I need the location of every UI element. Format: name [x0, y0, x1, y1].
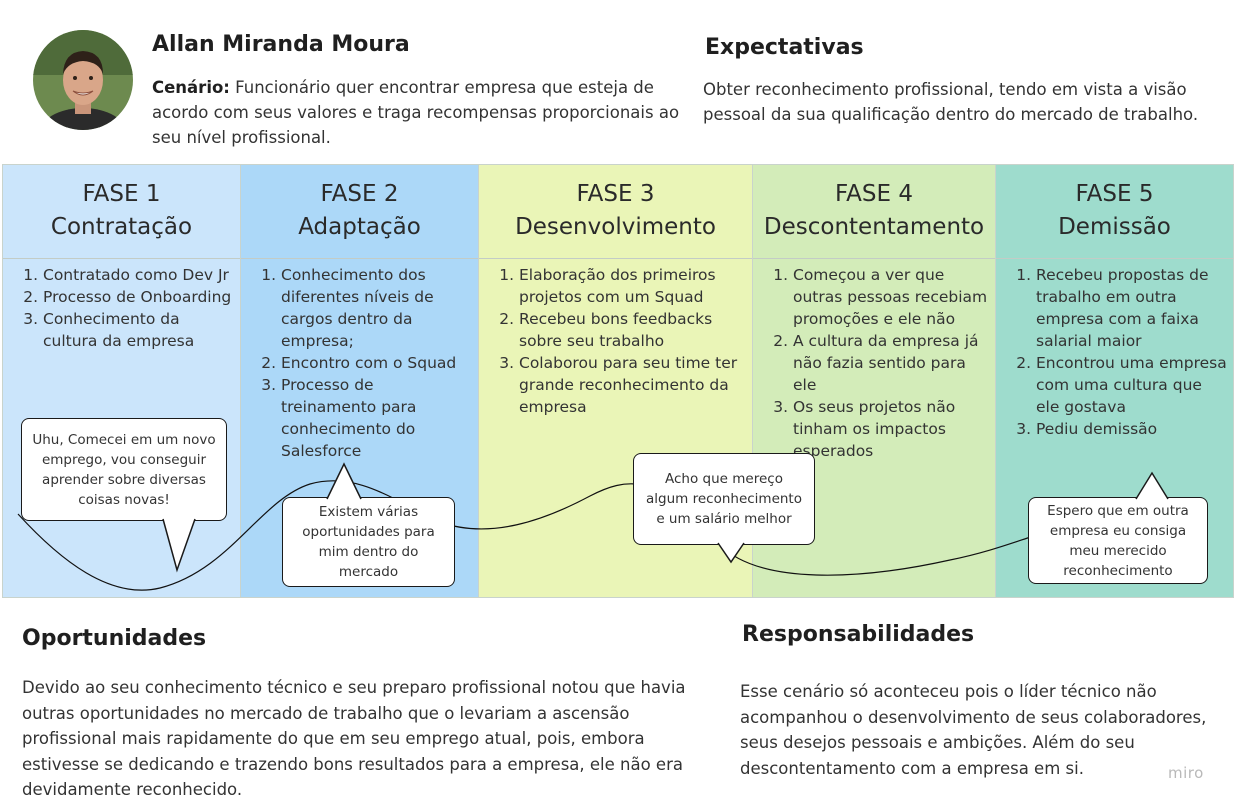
bubble-tail-fase2 [326, 462, 362, 500]
persona-scenario: Cenário: Funcionário quer encontrar empr… [152, 75, 682, 150]
phase-name: Adaptação [298, 214, 421, 240]
expectations-text: Obter reconhecimento profissional, tendo… [703, 80, 1199, 124]
phase-items: Conhecimento dos diferentes níveis de ca… [261, 264, 472, 462]
expectations-title: Expectativas [705, 35, 864, 60]
phase-number: FASE 4 [835, 181, 913, 207]
scenario-text: Funcionário quer encontrar empresa que e… [152, 78, 680, 147]
responsibilities-text: Esse cenário só aconteceu pois o líder t… [740, 682, 1207, 778]
phase-header: FASE 2 Adaptação [241, 165, 478, 259]
phase-item: Conhecimento dos diferentes níveis de ca… [281, 264, 472, 352]
opportunities-text: Devido ao seu conhecimento técnico e seu… [22, 678, 686, 799]
opportunities-title: Oportunidades [22, 626, 207, 651]
phase-item: Elaboração dos primeiros projetos com um… [519, 264, 746, 308]
phase-item: Encontro com o Squad [281, 352, 472, 374]
phase-items: Recebeu propostas de trabalho em outra e… [1016, 264, 1227, 440]
responsibilities-title: Responsabilidades [742, 622, 975, 647]
phase-item: Os seus projetos não tinham os impactos … [793, 396, 989, 462]
bubble-tail-fase1 [162, 518, 196, 573]
phase-header: FASE 1 Contratação [3, 165, 240, 259]
phase-items: Começou a ver que outras pessoas recebia… [773, 264, 989, 462]
phase-number: FASE 5 [1075, 181, 1154, 207]
phase-item: Pediu demissão [1036, 418, 1227, 440]
emotion-curve-line [17, 480, 1041, 591]
phase-item: A cultura da empresa já não fazia sentid… [793, 330, 989, 396]
scenario-label: Cenário: [152, 78, 230, 97]
speech-bubble-fase1: Uhu, Comecei em um novo emprego, vou con… [21, 418, 227, 521]
phase-number: FASE 3 [576, 181, 655, 207]
phase-item: Processo de Onboarding [43, 286, 234, 308]
phase-item: Contratado como Dev Jr [43, 264, 234, 286]
phase-number: FASE 2 [320, 181, 399, 207]
phase-header: FASE 5 Demissão [996, 165, 1233, 259]
bubble-tail-fase3 [717, 542, 745, 564]
phase-item: Colaborou para seu time ter grande recon… [519, 352, 746, 418]
phase-name: Desenvolvimento [515, 214, 716, 240]
phase-column-contratacao: FASE 1 Contratação Contratado como Dev J… [3, 165, 241, 597]
phase-items: Elaboração dos primeiros projetos com um… [499, 264, 746, 418]
miro-logo: miro [1168, 764, 1204, 782]
phase-item: Recebeu propostas de trabalho em outra e… [1036, 264, 1227, 352]
phase-header: FASE 3 Desenvolvimento [479, 165, 752, 259]
phase-item: Começou a ver que outras pessoas recebia… [793, 264, 989, 330]
phase-items: Contratado como Dev Jr Processo de Onboa… [23, 264, 234, 352]
speech-bubble-fase2: Existem várias oportunidades para mim de… [282, 497, 455, 587]
phase-item: Processo de treinamento para conheciment… [281, 374, 472, 462]
phase-item: Recebeu bons feedbacks sobre seu trabalh… [519, 308, 746, 352]
phase-name: Descontentamento [763, 214, 985, 240]
phase-name: Contratação [50, 214, 193, 240]
persona-name: Allan Miranda Moura [152, 32, 410, 57]
phase-item: Conhecimento da cultura da empresa [43, 308, 234, 352]
bubble-tail-fase5 [1135, 471, 1169, 500]
phase-header: FASE 4 Descontentamento [753, 165, 995, 259]
phase-number: FASE 1 [82, 181, 161, 207]
speech-bubble-fase5: Espero que em outra empresa eu consiga m… [1028, 497, 1208, 584]
phase-name: Demissão [1058, 214, 1171, 240]
phase-item: Encontrou uma empresa com uma cultura qu… [1036, 352, 1227, 418]
